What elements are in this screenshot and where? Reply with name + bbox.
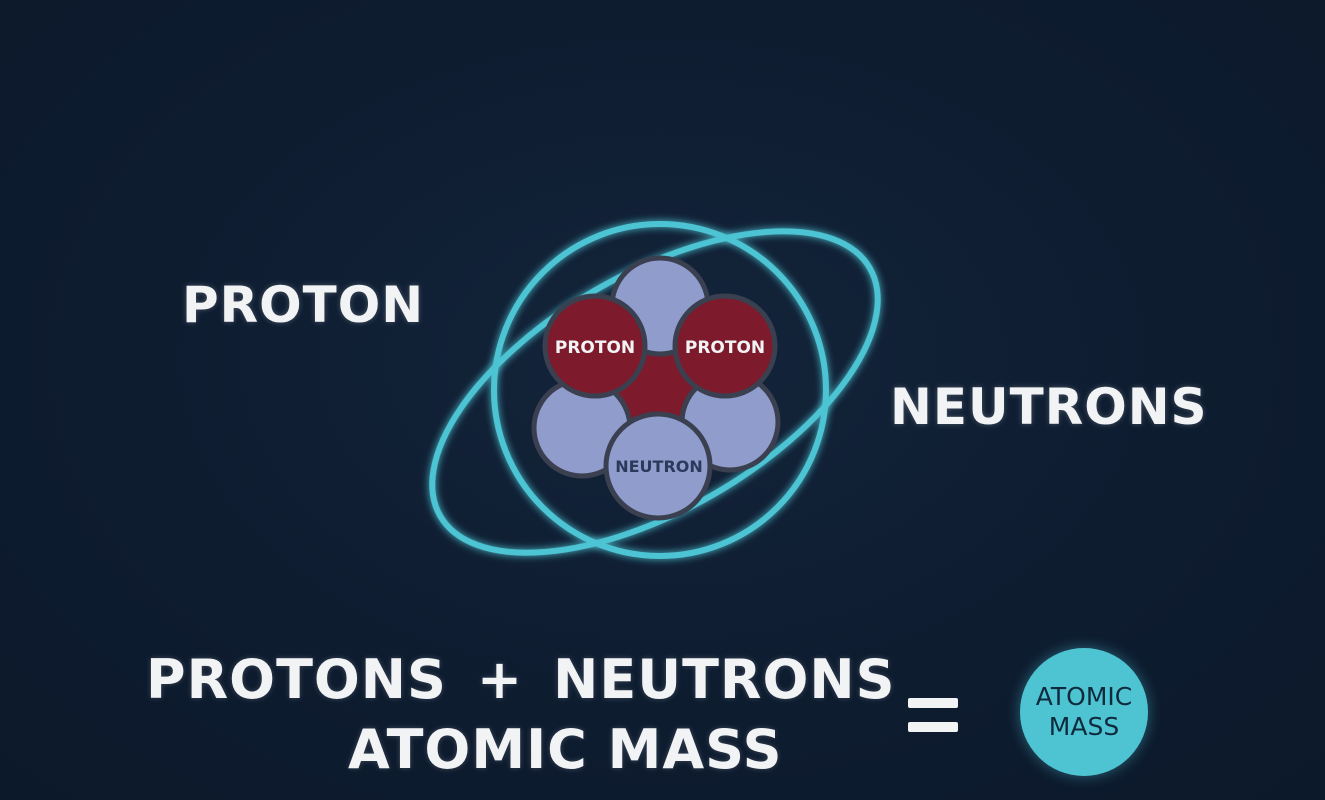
- equation-line-1: PROTONS + NEUTRONS: [146, 648, 895, 711]
- equals-sign: [908, 698, 958, 734]
- proton-label: PROTON: [182, 276, 425, 334]
- equation-term-neutrons: NEUTRONS: [553, 648, 896, 711]
- proton-right: [672, 293, 778, 399]
- proton-right-label: PROTON: [685, 338, 765, 358]
- neutrons-label: NEUTRONS: [890, 378, 1208, 436]
- equation-term-protons: PROTONS: [146, 648, 447, 711]
- proton-left: [542, 293, 648, 399]
- atomic-mass-badge: ATOMIC MASS: [1020, 648, 1148, 776]
- proton-left-label: PROTON: [555, 338, 635, 358]
- equals-bar-top: [908, 698, 958, 708]
- orbit-ring: [491, 221, 829, 559]
- neutron-bottom-label: NEUTRON: [615, 457, 703, 476]
- equation-plus: +: [476, 648, 524, 711]
- equals-bar-bottom: [908, 722, 958, 732]
- badge-line-1: ATOMIC: [1035, 682, 1133, 711]
- orbit-ellipse: [429, 228, 881, 556]
- equation-line-2: ATOMIC MASS: [348, 718, 783, 781]
- badge-line-2: MASS: [1048, 712, 1120, 741]
- neutron-bottom: [603, 411, 713, 521]
